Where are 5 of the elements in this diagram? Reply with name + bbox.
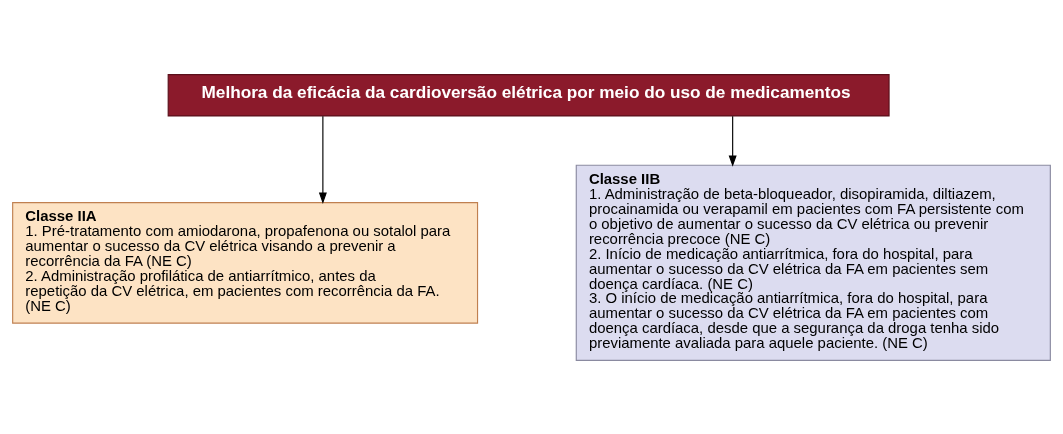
node-box: Classe IIA 1. Pré-tratamento com amiodarona, propafenona ou sotalol para aumentar o sucesso da CV elétrica visando a prevenir a recorrência da FA (NE C) 2. Administração profilática de antiarrítmico, antes da repetição da CV elétrica, em pacientes com recorrência da FA. (NE C) [12,201,479,324]
node-box: Classe IIB 1. Administração de beta-bloqueador, disopiramida, diltiazem, procainamida ou verapamil em pacientes com FA persistente com o objetivo de aumentar o sucesso da CV elétrica ou prevenir recorrência precoce (NE C) 2. Início de medicação antiarrítmica, fora do hospital, para aumentar o sucesso da CV elétrica da FA em pacientes sem doença cardíaca. (NE C) 3. O início de medicação antiarrítmica, fora do hospital, para aumentar o sucesso da CV elétrica da FA em pacientes com doença cardíaca, desde que a segurança da droga tenha sido previamente avaliada para aquele paciente. (NE C) [575,164,1051,361]
arrow [318,115,327,204]
arrow [728,115,737,167]
node-box: Melhora da eficácia da cardioversão elétrica por meio do uso de medicamentos [167,73,890,116]
